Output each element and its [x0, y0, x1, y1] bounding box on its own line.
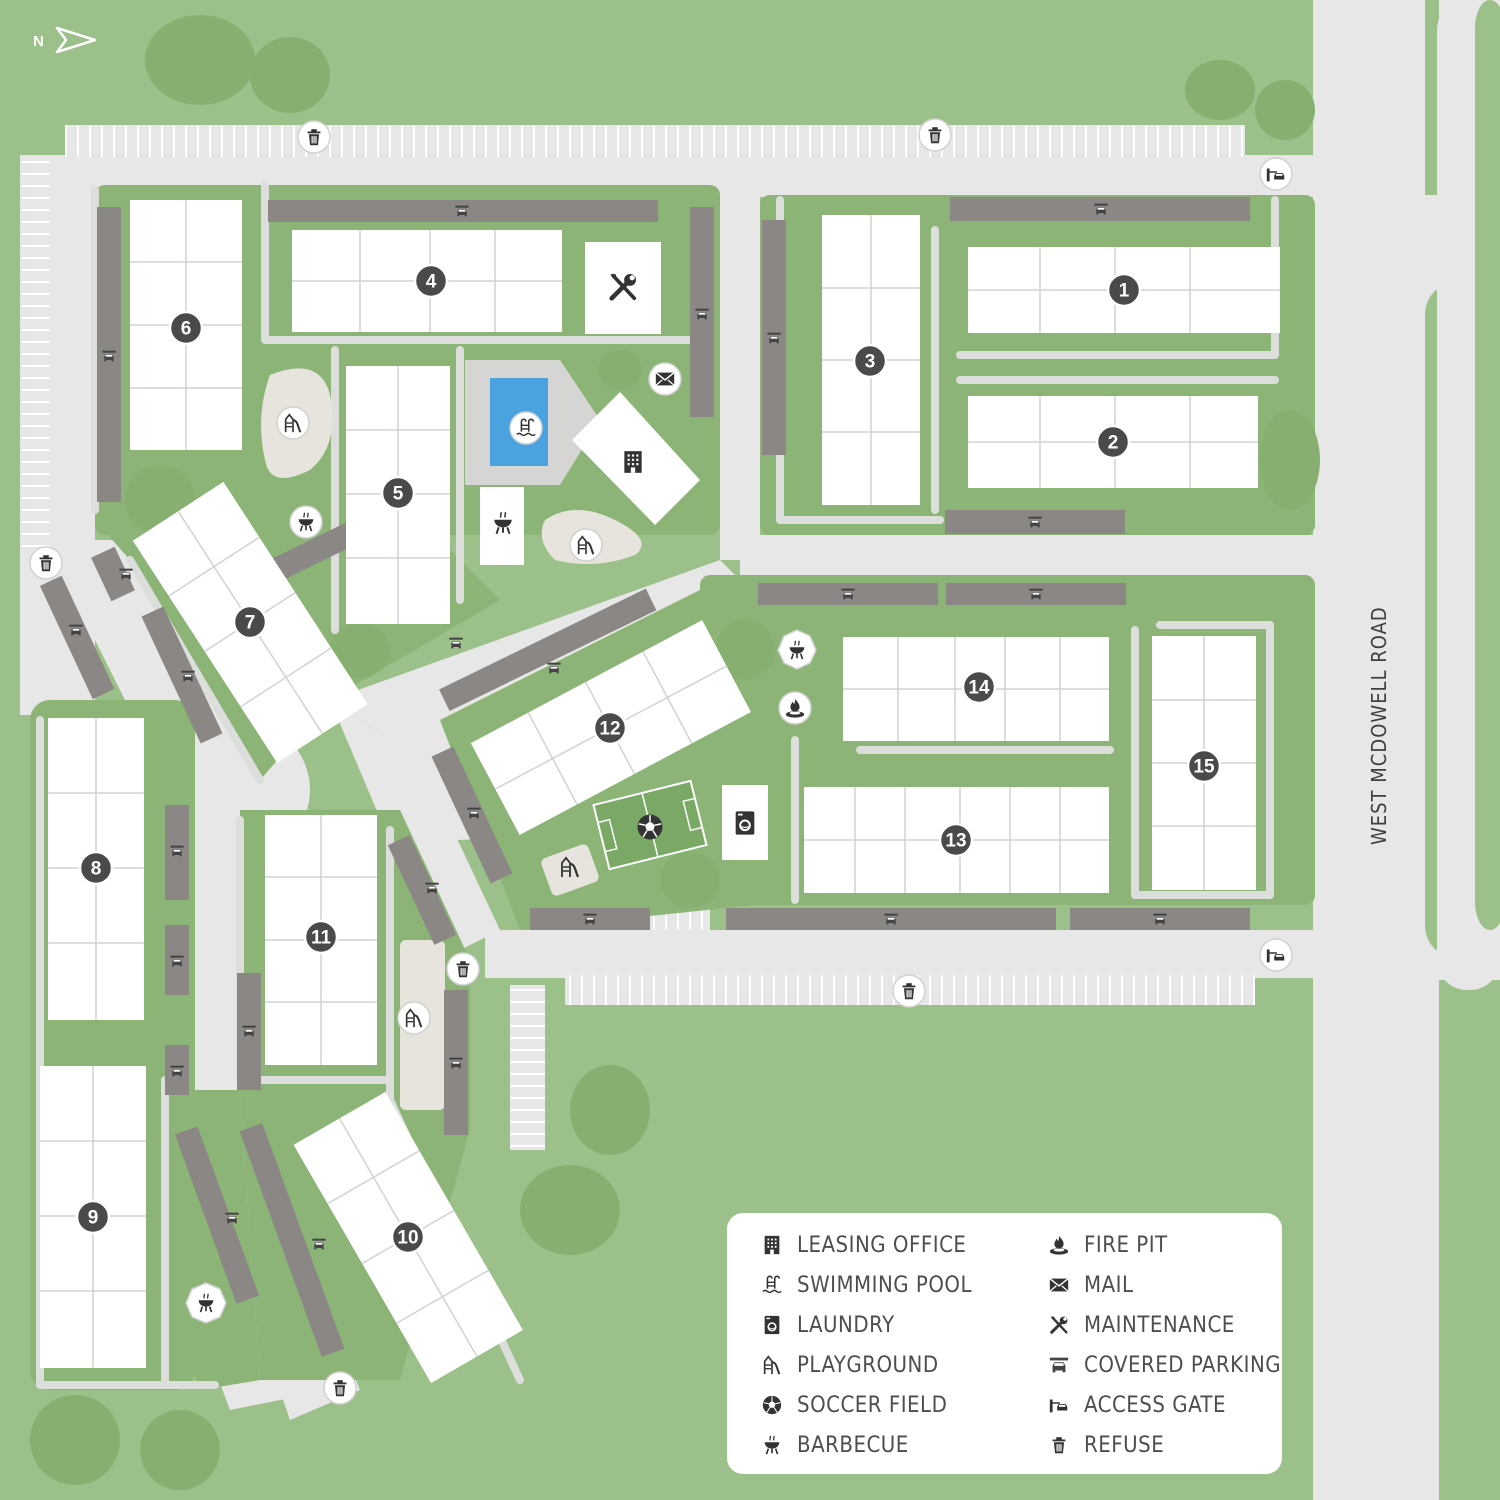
svg-text:8: 8: [91, 859, 102, 880]
building-badge-7: 7: [232, 604, 268, 640]
building-badge-9: 9: [75, 1199, 111, 1235]
legend-item-swimming-pool: SWIMMING POOL: [761, 1265, 1048, 1305]
building-badge-4: 4: [413, 263, 449, 299]
svg-text:6: 6: [181, 319, 192, 340]
covered-parking: [39, 197, 1250, 1357]
building-badge-15: 15: [1186, 748, 1222, 784]
svg-text:13: 13: [945, 831, 966, 852]
refuse-icon: [29, 546, 63, 580]
svg-text:12: 12: [599, 719, 620, 740]
surface-parking: [22, 125, 1255, 1150]
svg-text:10: 10: [397, 1228, 418, 1249]
refuse-icon: [918, 118, 952, 152]
playground-icon: [276, 406, 310, 440]
building-badge-11: 11: [303, 919, 339, 955]
amenity-markers: [29, 118, 1293, 1405]
svg-text:11: 11: [311, 928, 332, 949]
svg-text:9: 9: [88, 1208, 99, 1229]
building-badge-3: 3: [852, 343, 888, 379]
road-label: WEST MCDOWELL ROAD: [1367, 606, 1391, 845]
access-gate-icon: [1259, 938, 1293, 972]
svg-text:14: 14: [968, 678, 990, 699]
building-badge-12: 12: [592, 710, 628, 746]
refuse-icon: [446, 952, 480, 986]
building-badge-1: 1: [1106, 272, 1142, 308]
playground-icon: [569, 528, 603, 562]
north-compass: N: [33, 26, 97, 54]
fire-pit-icon: [778, 691, 812, 725]
building-badge-8: 8: [78, 850, 114, 886]
mail-icon: [648, 362, 682, 396]
swimming-pool-icon: [761, 1274, 783, 1296]
refuse-icon: [323, 1371, 357, 1405]
svg-text:2: 2: [1108, 433, 1119, 454]
swimming-pool-icon: [509, 411, 543, 445]
legend-item-refuse: REFUSE: [1048, 1425, 1288, 1465]
trees: [30, 15, 1320, 1490]
leasing-office-icon: [761, 1234, 783, 1256]
maintenance-icon: [1048, 1314, 1070, 1336]
building-badge-2: 2: [1095, 424, 1131, 460]
legend-item-covered-parking: COVERED PARKING: [1048, 1345, 1288, 1385]
building-badge-14: 14: [961, 669, 997, 705]
refuse-icon: [892, 974, 926, 1008]
building-badge-5: 5: [380, 475, 416, 511]
laundry-icon: [761, 1314, 783, 1336]
refuse-icon: [297, 120, 331, 154]
legend-item-access-gate: ACCESS GATE: [1048, 1385, 1288, 1425]
covered-parking-icon: [1048, 1354, 1070, 1376]
svg-text:4: 4: [426, 272, 437, 293]
legend-item-laundry: LAUNDRY: [761, 1305, 1048, 1345]
building-badges: 1 2 3 4 5 6 7 8 9 10 11 12 13 14 15: [75, 263, 1222, 1255]
legend-item-playground: PLAYGROUND: [761, 1345, 1048, 1385]
legend-item-barbecue: BARBECUE: [761, 1425, 1048, 1465]
svg-text:5: 5: [393, 484, 404, 505]
building-badge-10: 10: [390, 1219, 426, 1255]
map-legend: LEASING OFFICE FIRE PIT SWIMMING POOL MA…: [727, 1213, 1282, 1474]
building-badge-13: 13: [938, 822, 974, 858]
soccer-field-icon: [636, 813, 664, 841]
barbecue-icon: [761, 1434, 783, 1456]
svg-text:15: 15: [1193, 757, 1215, 778]
legend-item-soccer-field: SOCCER FIELD: [761, 1385, 1048, 1425]
soccer-field-icon: [761, 1394, 783, 1416]
svg-text:3: 3: [865, 352, 876, 373]
barbecue-icon: [777, 629, 817, 670]
fire-pit-icon: [1048, 1234, 1070, 1256]
legend-item-leasing-office: LEASING OFFICE: [761, 1225, 1048, 1265]
legend-item-mail: MAIL: [1048, 1265, 1288, 1305]
svg-text:1: 1: [1119, 281, 1130, 302]
leasing-office-icon: [624, 451, 642, 473]
svg-text:N: N: [33, 33, 44, 50]
playground-icon: [397, 1001, 431, 1035]
svg-text:7: 7: [245, 613, 256, 634]
playground-icon: [761, 1354, 783, 1376]
laundry-icon: [735, 810, 755, 836]
legend-item-maintenance: MAINTENANCE: [1048, 1305, 1288, 1345]
barbecue-icon: [185, 1282, 227, 1324]
access-gate-icon: [1048, 1394, 1070, 1416]
mail-icon: [1048, 1274, 1070, 1296]
access-gate-icon: [1259, 157, 1293, 191]
building-badge-6: 6: [168, 310, 204, 346]
compass-arrow-icon: [55, 26, 97, 54]
barbecue-icon: [289, 505, 323, 539]
legend-item-fire-pit: FIRE PIT: [1048, 1225, 1288, 1265]
refuse-icon: [1048, 1434, 1070, 1456]
